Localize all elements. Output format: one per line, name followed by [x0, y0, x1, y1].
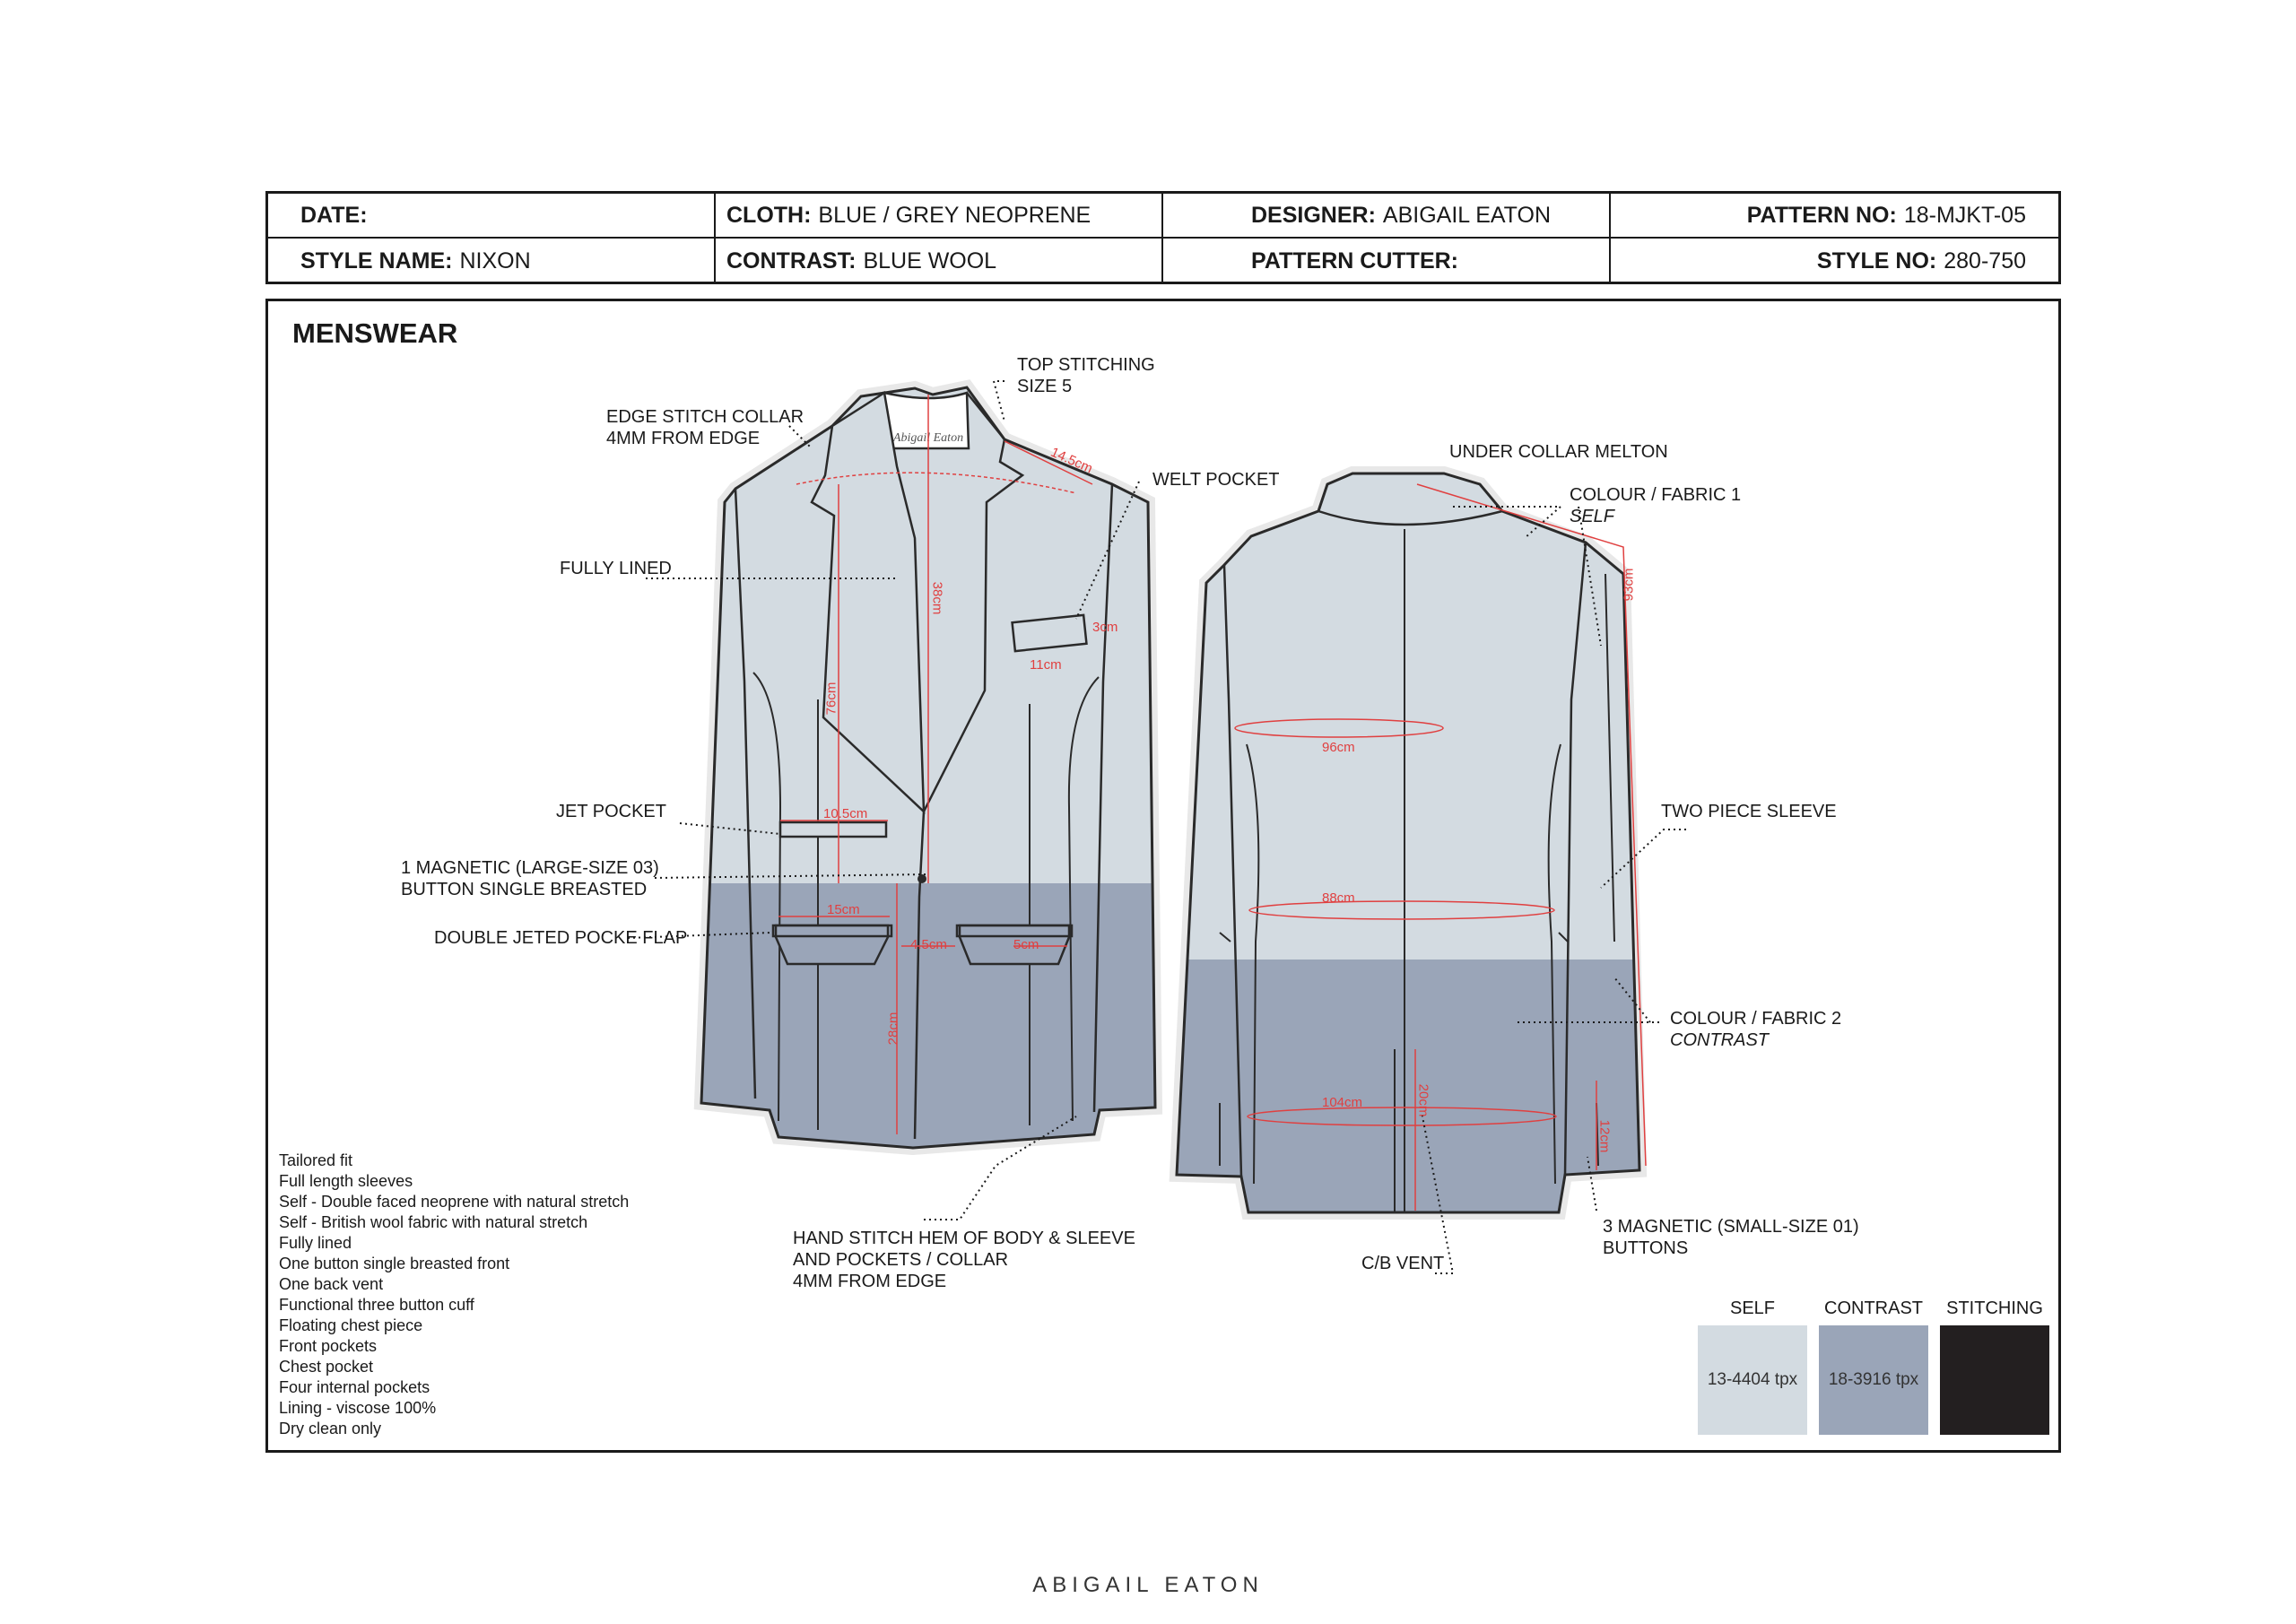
footer-brand: ABIGAIL EATON — [1032, 1573, 1264, 1597]
spec-list: Tailored fit Full length sleeves Self - … — [279, 1151, 629, 1439]
spec-item: Functional three button cuff — [279, 1296, 474, 1314]
designer-value: ABIGAIL EATON — [1382, 202, 1552, 228]
style-no-cell: STYLE NO: 280-750 — [1611, 239, 2058, 283]
callout-magnetic-small: 3 MAGNETIC (SMALL-SIZE 01) BUTTONS — [1603, 1216, 1859, 1259]
callout-magnetic-large-line2: BUTTON SINGLE BREASTED — [401, 880, 648, 899]
swatch-contrast: 18-3916 tpx — [1819, 1325, 1928, 1435]
measure-93: 93cm — [1621, 568, 1637, 602]
callout-colour-fabric-2-line1: COLOUR / FABRIC 2 — [1670, 1009, 1842, 1029]
callout-fully-lined: FULLY LINED — [560, 559, 672, 578]
section-title: MENSWEAR — [292, 317, 458, 349]
callout-colour-fabric-1-line2: SELF — [1570, 507, 1615, 526]
measure-104: 104cm — [1322, 1095, 1363, 1110]
spec-item: Tailored fit — [279, 1151, 353, 1169]
measure-3: 3cm — [1092, 620, 1118, 635]
spec-item: Floating chest piece — [279, 1316, 423, 1334]
cloth-value: BLUE / GREY NEOPRENE — [818, 202, 1091, 228]
callout-under-collar: UNDER COLLAR MELTON — [1449, 442, 1668, 462]
cloth-label: CLOTH: — [726, 202, 812, 228]
pattern-no-cell: PATTERN NO:18-MJKT-05 — [1611, 194, 2058, 239]
callout-welt-pocket: WELT POCKET — [1152, 470, 1280, 490]
swatch-label-contrast: CONTRAST — [1824, 1298, 1923, 1318]
style-no-label: STYLE NO: — [1816, 248, 1937, 274]
style-no-value: 280-750 — [1944, 248, 2026, 274]
callout-two-piece-sleeve: TWO PIECE SLEEVE — [1661, 802, 1837, 821]
measure-38: 38cm — [929, 581, 945, 615]
style-name-value: NIXON — [459, 248, 531, 274]
callout-magnetic-large: 1 MAGNETIC (LARGE-SIZE 03) BUTTON SINGLE… — [401, 857, 659, 900]
spec-item: Self - Double faced neoprene with natura… — [279, 1193, 630, 1211]
designer-cell: DESIGNER:ABIGAIL EATON — [1163, 194, 1611, 239]
measure-11: 11cm — [1030, 657, 1062, 673]
swatch-label-self: SELF — [1729, 1298, 1776, 1318]
spec-item: Dry clean only — [279, 1420, 382, 1437]
callout-magnetic-small-line1: 3 MAGNETIC (SMALL-SIZE 01) — [1603, 1217, 1859, 1237]
sketch-frame — [265, 299, 2061, 1453]
designer-label: DESIGNER: — [1251, 202, 1376, 228]
swatch-stitching — [1940, 1325, 2049, 1435]
callout-magnetic-small-line2: BUTTONS — [1603, 1238, 1689, 1258]
callout-leaders — [627, 380, 1686, 1274]
spec-item: Front pockets — [279, 1337, 378, 1355]
spec-item: Lining - viscose 100% — [279, 1399, 437, 1417]
measure-76: 76cm — [823, 682, 839, 716]
callout-double-jeted: DOUBLE JETED POCKE FLAP — [434, 928, 688, 948]
callout-top-stitching-line2: SIZE 5 — [1017, 377, 1073, 396]
callout-edge-stitch-line2: 4MM FROM EDGE — [606, 429, 761, 448]
cloth-cell: CLOTH:BLUE / GREY NEOPRENE — [716, 194, 1163, 239]
callout-colour-fabric-1-line1: COLOUR / FABRIC 1 — [1570, 485, 1742, 505]
spec-item: Self - British wool fabric with natural … — [279, 1213, 588, 1231]
callout-colour-fabric-1: COLOUR / FABRIC 1 SELF — [1570, 484, 1741, 527]
callout-hand-stitch-line1: HAND STITCH HEM OF BODY & SLEEVE — [793, 1229, 1135, 1248]
style-name-cell: STYLE NAME:NIXON — [268, 239, 716, 283]
front-view: Abigail Eaton — [693, 379, 1163, 1156]
measure-4-5: 4.5cm — [910, 937, 947, 952]
callout-top-stitching-line1: TOP STITCHING — [1017, 355, 1155, 375]
measure-10-5: 10.5cm — [823, 806, 868, 821]
callout-edge-stitch-line1: EDGE STITCH COLLAR — [606, 407, 804, 427]
contrast-value: BLUE WOOL — [863, 248, 997, 274]
date-label: DATE: — [300, 202, 368, 228]
measure-20: 20cm — [1415, 1083, 1431, 1117]
measure-96: 96cm — [1322, 740, 1355, 755]
measure-15: 15cm — [827, 902, 860, 917]
spec-item: One back vent — [279, 1275, 384, 1293]
measure-5: 5cm — [1013, 937, 1039, 952]
pattern-cutter-label: PATTERN CUTTER: — [1251, 248, 1458, 274]
spec-item: Full length sleeves — [279, 1172, 413, 1190]
back-view — [1169, 466, 1648, 1220]
callout-colour-fabric-2: COLOUR / FABRIC 2 CONTRAST — [1670, 1008, 1841, 1051]
spec-item: Fully lined — [279, 1234, 352, 1252]
contrast-cell: CONTRAST:BLUE WOOL — [716, 239, 1163, 283]
spec-item: Chest pocket — [279, 1358, 374, 1376]
callout-jet-pocket: JET POCKET — [556, 802, 666, 821]
spec-item: Four internal pockets — [279, 1378, 430, 1396]
callout-hand-stitch: HAND STITCH HEM OF BODY & SLEEVE AND POC… — [793, 1228, 1135, 1292]
callout-cb-vent: C/B VENT — [1361, 1254, 1445, 1273]
pattern-no-value: 18-MJKT-05 — [1903, 202, 2026, 228]
callout-hand-stitch-line3: 4MM FROM EDGE — [793, 1272, 947, 1291]
callout-magnetic-large-line1: 1 MAGNETIC (LARGE-SIZE 03) — [401, 858, 659, 878]
pattern-no-label: PATTERN NO: — [1746, 202, 1897, 228]
pattern-cutter-cell: PATTERN CUTTER: — [1163, 239, 1611, 283]
measure-28: 28cm — [885, 1012, 901, 1046]
measure-88: 88cm — [1322, 890, 1355, 906]
swatch-self: 13-4404 tpx — [1698, 1325, 1807, 1435]
swatch-label-stitching: STITCHING — [1946, 1298, 2043, 1318]
date-cell: DATE: — [268, 194, 716, 239]
callout-top-stitching: TOP STITCHING SIZE 5 — [1017, 354, 1155, 397]
callout-colour-fabric-2-line2: CONTRAST — [1670, 1030, 1769, 1050]
spec-item: One button single breasted front — [279, 1255, 510, 1272]
header-table: DATE: CLOTH:BLUE / GREY NEOPRENE DESIGNE… — [265, 191, 2061, 284]
callout-hand-stitch-line2: AND POCKETS / COLLAR — [793, 1250, 1009, 1270]
measure-12: 12cm — [1596, 1119, 1613, 1153]
callout-edge-stitch: EDGE STITCH COLLAR 4MM FROM EDGE — [606, 406, 804, 449]
contrast-label: CONTRAST: — [726, 248, 857, 274]
style-name-label: STYLE NAME: — [300, 248, 453, 274]
